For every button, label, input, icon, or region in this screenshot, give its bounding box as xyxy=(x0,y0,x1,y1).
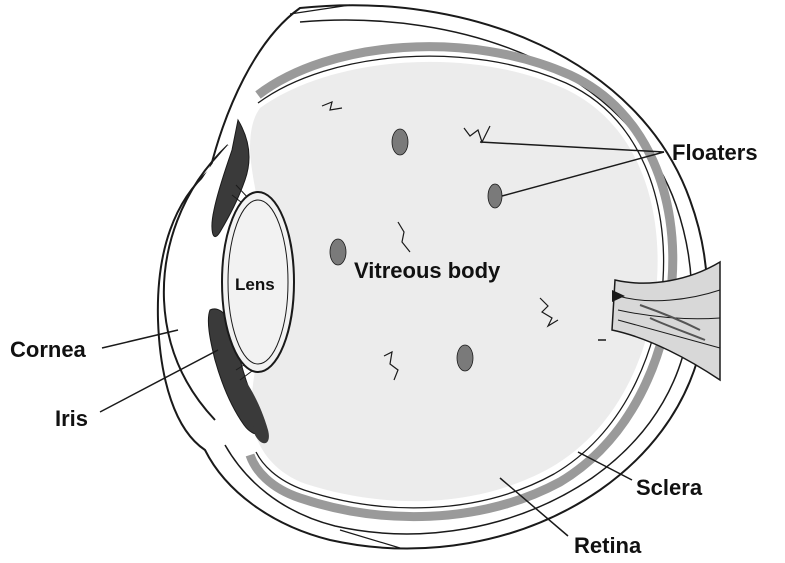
label-sclera: Sclera xyxy=(636,475,703,500)
floater-blob xyxy=(457,345,473,371)
label-iris: Iris xyxy=(55,406,88,431)
floater-blob xyxy=(392,129,408,155)
label-cornea: Cornea xyxy=(10,337,87,362)
floater-blob xyxy=(330,239,346,265)
label-floaters: Floaters xyxy=(672,140,758,165)
label-lens: Lens xyxy=(235,275,275,294)
label-vitreous-body: Vitreous body xyxy=(354,258,501,283)
floater-blob xyxy=(488,184,502,208)
label-retina: Retina xyxy=(574,533,642,558)
